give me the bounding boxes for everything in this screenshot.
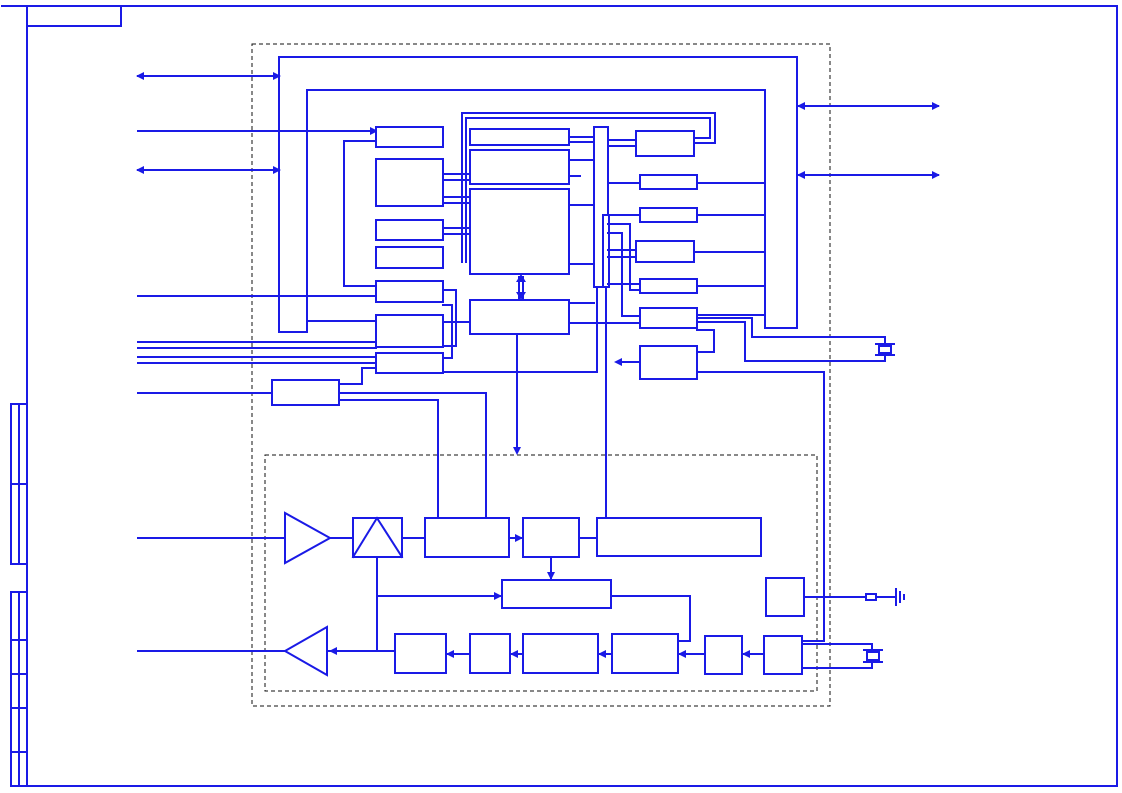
core-block-3 <box>469 188 570 275</box>
analog-block-7 <box>469 633 511 674</box>
right-signal-lines <box>796 102 940 179</box>
output-block-1 <box>635 130 695 157</box>
output-block-2 <box>639 174 698 190</box>
analog-block-3 <box>522 517 580 558</box>
side-stamp-lower <box>10 591 28 787</box>
analog-block-8 <box>522 633 599 674</box>
crystal-icon-lower <box>863 649 883 663</box>
converter-icon <box>351 516 404 559</box>
output-amplifier-icon <box>282 625 328 677</box>
digital-block-1 <box>375 126 444 148</box>
analog-block-5 <box>501 579 612 609</box>
outer-bus <box>278 56 798 333</box>
sheet-frame <box>1 5 1118 787</box>
analog-section-boundary <box>264 454 818 692</box>
crystal-icon <box>875 336 895 362</box>
analog-block-1 <box>352 517 403 558</box>
analog-block-2 <box>424 517 510 558</box>
digital-block-5 <box>375 280 444 303</box>
core-block-4 <box>469 299 570 335</box>
digital-block-4 <box>375 246 444 269</box>
analog-block-9 <box>611 633 679 674</box>
chip-boundary <box>251 43 831 707</box>
output-block-3 <box>639 207 698 223</box>
output-block-7 <box>639 345 698 380</box>
digital-left-column <box>271 126 487 519</box>
core-block-2 <box>469 149 570 185</box>
core-block-1 <box>469 128 570 146</box>
output-column <box>607 130 886 642</box>
ground-icon <box>865 588 905 606</box>
analog-block-11 <box>763 635 803 675</box>
digital-block-6 <box>375 314 444 348</box>
digital-block-3 <box>375 219 444 241</box>
analog-block-6 <box>394 633 447 674</box>
input-amplifier-icon <box>284 511 333 565</box>
digital-block-7 <box>375 352 444 374</box>
vertical-bus <box>442 126 641 519</box>
side-stamp-upper <box>10 403 28 565</box>
analog-block-12 <box>765 577 805 617</box>
output-block-4 <box>635 240 695 263</box>
analog-section <box>282 511 873 677</box>
analog-block-4 <box>596 517 762 557</box>
output-block-5 <box>639 278 698 294</box>
analog-block-10 <box>704 635 743 675</box>
digital-block-8 <box>271 379 340 406</box>
digital-block-2 <box>375 158 444 207</box>
output-block-6 <box>639 307 698 329</box>
left-signal-lines <box>136 72 378 652</box>
